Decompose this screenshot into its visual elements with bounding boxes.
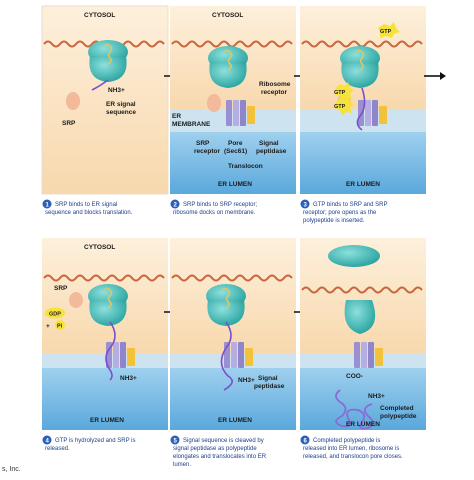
svg-text:+: + <box>46 323 50 330</box>
svg-text:ribosome docks on membrane.: ribosome docks on membrane. <box>173 210 256 216</box>
svg-text:GTP: GTP <box>334 90 346 96</box>
svg-text:5: 5 <box>174 439 178 445</box>
lumen-label: ER LUMEN <box>346 181 380 188</box>
svg-text:NH3+: NH3+ <box>238 377 255 384</box>
svg-text:6: 6 <box>304 439 308 445</box>
svg-text:Pore: Pore <box>228 140 243 147</box>
svg-text:peptidase: peptidase <box>256 148 287 155</box>
svg-text:receptor: receptor <box>194 148 220 155</box>
caption-line: sequence and blocks translation. <box>45 210 133 216</box>
step-badge <box>170 435 180 445</box>
cytosol-label: CYTOSOL <box>84 12 115 19</box>
svg-text:1: 1 <box>46 203 50 209</box>
mrna-strand <box>301 286 423 294</box>
panel-5: NH3+ Signal peptidase ER LUMEN 5 Signal … <box>170 238 296 468</box>
svg-text:SRP binds to SRP receptor;: SRP binds to SRP receptor; <box>183 202 257 208</box>
srp-label: SRP <box>62 120 76 127</box>
ribosome <box>207 45 249 89</box>
mrna-strand <box>43 274 165 282</box>
step-badge <box>42 199 52 209</box>
svg-text:ER: ER <box>172 113 181 120</box>
svg-text:receptor: receptor <box>261 89 287 96</box>
pi-badge <box>55 320 65 330</box>
srp-particle <box>69 292 83 308</box>
svg-text:2: 2 <box>174 203 178 209</box>
svg-text:peptidase: peptidase <box>254 383 285 390</box>
copyright-credit: s, Inc. <box>2 466 21 473</box>
gtp-badge: GTP <box>334 82 354 102</box>
svg-text:Pi: Pi <box>57 324 63 330</box>
svg-text:COO-: COO- <box>346 373 363 380</box>
svg-text:polypeptide is inserted.: polypeptide is inserted. <box>303 218 365 224</box>
panel-1: CYTOSOL SRP NH3+ ER signal sequence 1 SR… <box>41 5 169 216</box>
signal-label: ER signal <box>106 101 136 108</box>
caption-line: SRP binds to ER signal <box>55 202 117 208</box>
ribosome <box>87 39 129 83</box>
svg-text:Signal: Signal <box>258 375 278 382</box>
ribosome <box>339 45 381 89</box>
lumen-label: ER LUMEN <box>218 417 252 424</box>
step-badge <box>300 435 310 445</box>
svg-text:MEMBRANE: MEMBRANE <box>172 121 211 128</box>
srp-particle <box>66 92 80 110</box>
panel-3: GTP GTP GTP ER LUMEN 3 GTP binds to SRP … <box>300 6 426 224</box>
svg-text:NH3+: NH3+ <box>368 393 385 400</box>
gdp-badge <box>45 307 65 319</box>
ribosome-small-subunit <box>344 300 376 334</box>
panel-2: CYTOSOL Ribosome receptor ER MEMBRANE SR… <box>170 6 296 216</box>
step-badge <box>300 199 310 209</box>
panel-4: CYTOSOL SRP GDP + Pi NH3+ ER LUMEN 4 GTP… <box>42 238 168 452</box>
nh3-label: NH3+ <box>108 87 125 94</box>
mrna-strand <box>171 274 293 282</box>
ribosome-large-subunit <box>328 245 380 267</box>
svg-text:GTP is hydrolyzed and SRP is: GTP is hydrolyzed and SRP is <box>55 438 135 444</box>
lumen-label: ER LUMEN <box>346 421 380 428</box>
svg-text:polypeptide: polypeptide <box>380 413 417 420</box>
svg-text:(Sec61): (Sec61) <box>224 148 247 155</box>
svg-text:GTP binds to SRP and SRP: GTP binds to SRP and SRP <box>313 202 387 208</box>
svg-text:released, and translocon pore: released, and translocon pore closes. <box>303 454 403 460</box>
gtp-badge: GTP <box>378 22 400 38</box>
signal-label-2: sequence <box>106 109 136 116</box>
svg-text:Completed: Completed <box>380 405 414 412</box>
step-badge <box>42 435 52 445</box>
cytosol-label: CYTOSOL <box>212 12 243 19</box>
svg-text:Signal sequence is cleaved by: Signal sequence is cleaved by <box>183 438 264 444</box>
svg-text:signal peptidase as polypeptid: signal peptidase as polypeptide <box>173 446 257 452</box>
ribosome <box>87 283 129 327</box>
cytosol-label: CYTOSOL <box>84 244 115 251</box>
completed-polypeptide <box>335 389 374 430</box>
svg-text:GDP: GDP <box>49 312 61 318</box>
svg-text:GTP: GTP <box>380 29 392 35</box>
svg-text:receptor; pore opens as the: receptor; pore opens as the <box>303 210 377 216</box>
svg-text:Ribosome: Ribosome <box>259 81 291 88</box>
svg-text:SRP: SRP <box>54 285 68 292</box>
svg-text:Completed polypeptide is: Completed polypeptide is <box>313 438 380 444</box>
svg-text:4: 4 <box>46 439 50 445</box>
svg-text:Signal: Signal <box>259 140 279 147</box>
srp-particle <box>207 94 221 112</box>
svg-text:GTP: GTP <box>334 104 346 110</box>
svg-text:released into ER lumen, riboso: released into ER lumen, ribosome is <box>303 446 399 452</box>
svg-text:NH3+: NH3+ <box>120 375 137 382</box>
svg-text:SRP: SRP <box>196 140 210 147</box>
svg-text:released.: released. <box>45 446 70 452</box>
svg-text:elongates and translocates int: elongates and translocates into ER <box>173 454 267 460</box>
step-badge <box>170 199 180 209</box>
ribosome <box>205 283 247 327</box>
gtp-badge: GTP <box>334 96 354 116</box>
panel-6: COO- NH3+ Completed polypeptide ER LUMEN… <box>300 238 426 460</box>
lumen-label: ER LUMEN <box>90 417 124 424</box>
svg-text:lumen.: lumen. <box>173 462 191 468</box>
svg-text:Translocon: Translocon <box>228 163 263 170</box>
lumen-label: ER LUMEN <box>218 181 252 188</box>
svg-text:3: 3 <box>304 203 308 209</box>
